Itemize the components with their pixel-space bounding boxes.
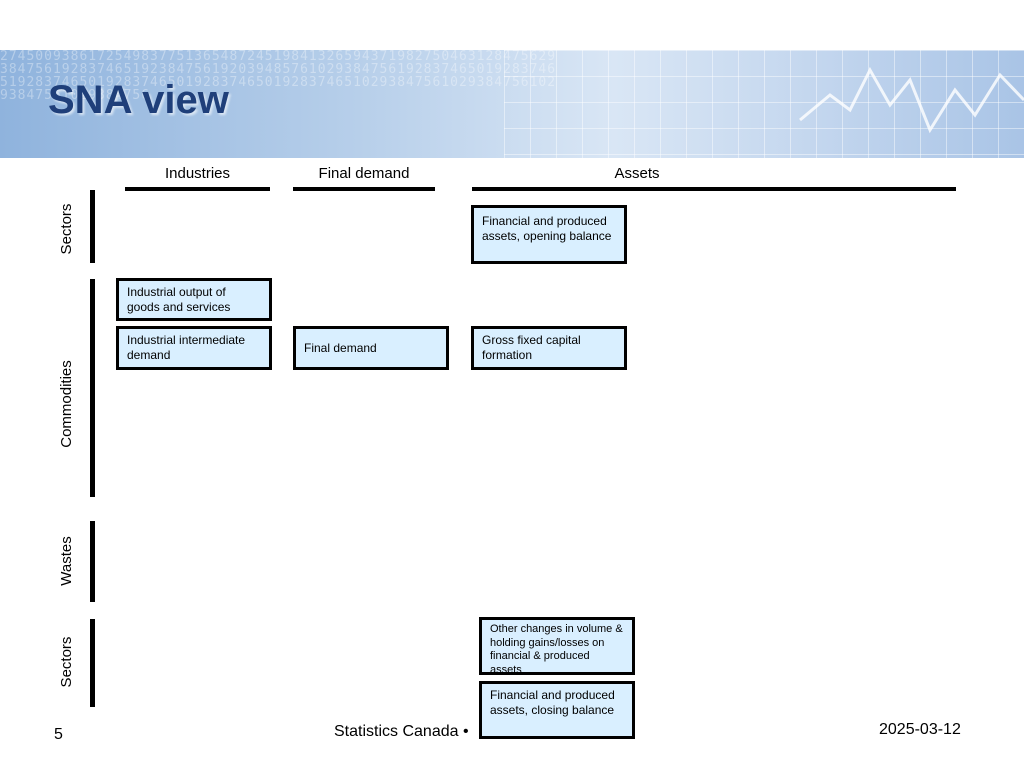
banner-digits-texture: 2745009386172549837751365487245198413265… <box>0 50 557 103</box>
row-label-commodities: Commodities <box>58 360 75 448</box>
footer-organization: Statistics Canada • <box>334 723 469 740</box>
footer-page-number: 5 <box>54 726 63 743</box>
cell-opening-balance: Financial and produced assets, opening b… <box>471 205 627 264</box>
header-banner: 2745009386172549837751365487245198413265… <box>0 50 1024 158</box>
footer-date: 2025-03-12 <box>879 721 961 738</box>
cell-industrial-intermediate-demand: Industrial intermediate demand <box>116 326 272 370</box>
cell-industrial-output: Industrial output of goods and services <box>116 278 272 321</box>
column-header-assets: Assets <box>614 165 660 182</box>
column-header-final-demand: Final demand <box>318 165 410 182</box>
cell-final-demand: Final demand <box>293 326 449 370</box>
row-bar-sectors-bottom <box>90 619 95 707</box>
row-bar-wastes <box>90 521 95 602</box>
row-bar-sectors-top <box>90 190 95 263</box>
row-label-sectors-top: Sectors <box>58 203 75 255</box>
banner-trend-line <box>799 66 1024 134</box>
row-label-sectors-bottom: Sectors <box>58 636 75 688</box>
cell-final-demand-label: Final demand <box>304 340 377 355</box>
banner-grid-texture <box>504 50 1024 158</box>
column-header-industries: Industries <box>164 165 231 182</box>
cell-other-changes: Other changes in volume & holding gains/… <box>479 617 635 676</box>
column-bar-final-demand <box>293 187 435 191</box>
cell-gross-fixed-capital-formation: Gross fixed capital formation <box>471 326 627 370</box>
column-bar-assets <box>472 187 956 191</box>
row-label-wastes: Wastes <box>58 536 75 586</box>
slide-title: SNA view <box>48 78 229 122</box>
column-bar-industries <box>125 187 270 191</box>
row-bar-commodities <box>90 279 95 497</box>
cell-closing-balance: Financial and produced assets, closing b… <box>479 681 635 739</box>
